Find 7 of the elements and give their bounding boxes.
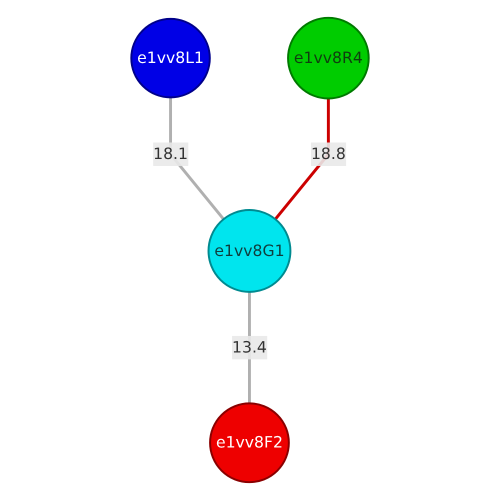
node-circle: e1vv8R4 [287,16,370,100]
node-circle: e1vv8G1 [208,209,292,293]
node-circle: e1vv8F2 [209,402,290,484]
edge-label: 13.4 [232,338,267,356]
edge-label: 18.8 [310,144,346,164]
node-circle: e1vv8L1 [130,18,211,98]
edge-label: 18.1 [153,144,188,164]
